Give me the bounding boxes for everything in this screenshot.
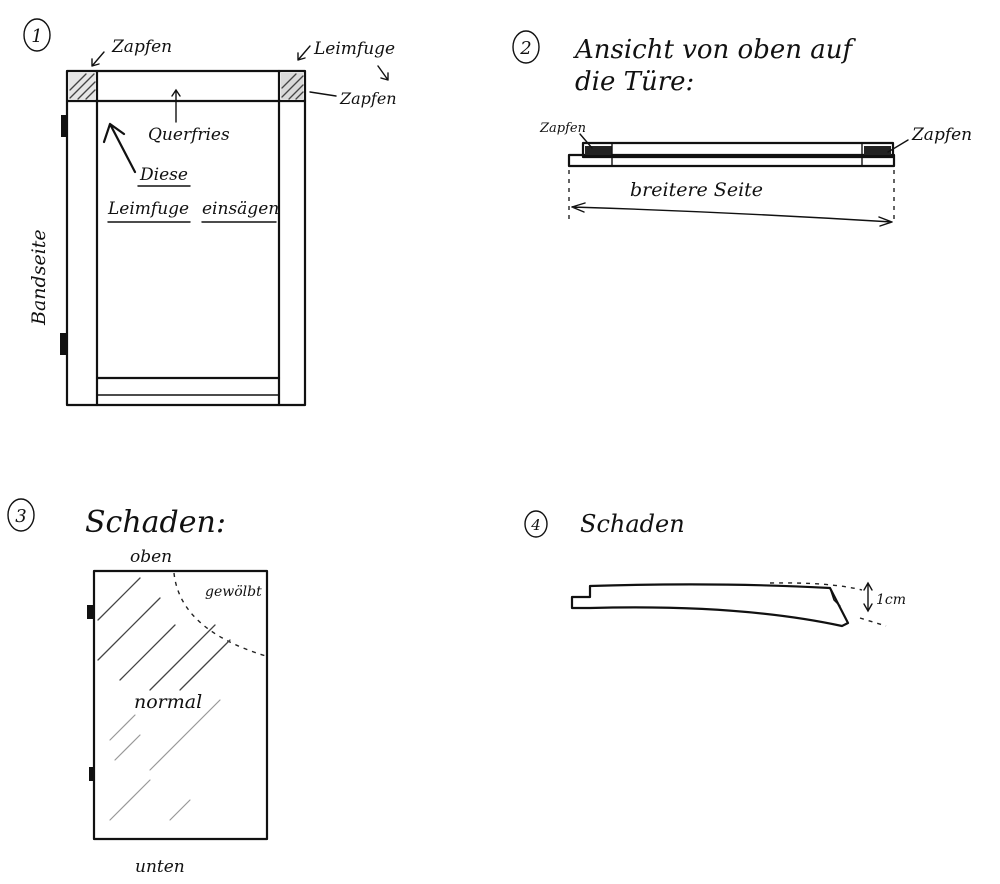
arrow-zapfen-right-2 bbox=[887, 139, 909, 153]
arrow-zapfen-left bbox=[91, 51, 105, 67]
label-gewoelbt: gewölbt bbox=[205, 584, 262, 600]
door-outer-frame bbox=[65, 69, 307, 407]
svg-text:2: 2 bbox=[519, 38, 531, 59]
svg-text:3: 3 bbox=[15, 506, 26, 527]
note-diese: Diese bbox=[139, 165, 188, 185]
warp-zone-curve bbox=[173, 572, 267, 657]
label-breite-seite: breitere Seite bbox=[630, 179, 763, 201]
label-zapfen-left-2: Zapfen bbox=[539, 121, 586, 136]
title-ansicht: Ansicht von oben auf bbox=[573, 35, 856, 65]
note-leimfuge: Leimfuge bbox=[107, 199, 189, 219]
door-cross-section bbox=[567, 141, 896, 168]
label-zapfen-right: Zapfen bbox=[339, 89, 397, 108]
arrow-leimfuge-left bbox=[297, 45, 311, 61]
hatch-normal-zone bbox=[97, 577, 231, 821]
sketch-3-damage-front: 3 Schaden: oben gewölbt normal unten bbox=[7, 498, 269, 877]
hinge-top bbox=[61, 115, 67, 137]
label-zapfen-right-2: Zapfen bbox=[911, 125, 972, 145]
label-normal: normal bbox=[134, 691, 202, 713]
sketch-2-top-view: 2 Ansicht von oben auf die Türe: Zapfen … bbox=[512, 30, 972, 227]
tenon-hatch-right bbox=[281, 73, 304, 100]
title-schaden-3: Schaden: bbox=[85, 505, 226, 540]
measure-arrow-1cm bbox=[863, 581, 873, 613]
label-zapfen-left: Zapfen bbox=[111, 37, 172, 57]
label-unten: unten bbox=[135, 857, 185, 877]
svg-text:1: 1 bbox=[31, 26, 42, 47]
door-front-outline bbox=[92, 569, 269, 841]
number-circle-4: 4 bbox=[524, 510, 548, 538]
number-circle-1: 1 bbox=[23, 18, 51, 52]
label-leimfuge: Leimfuge bbox=[313, 39, 395, 59]
note-einsaegen: einsägen bbox=[202, 199, 279, 219]
hinge-bottom-3 bbox=[89, 767, 95, 781]
arrow-saw-joint bbox=[102, 122, 137, 174]
sketch-1-door-frame: 1 Zapfen bbox=[23, 18, 397, 407]
label-oben: oben bbox=[130, 547, 172, 567]
sketch-4-damage-side: 4 Schaden 1cm bbox=[524, 510, 906, 628]
warped-panel-profile bbox=[570, 582, 887, 628]
number-circle-3: 3 bbox=[7, 498, 35, 532]
dim-arrow-width bbox=[571, 202, 893, 227]
svg-text:4: 4 bbox=[530, 516, 541, 534]
label-1cm: 1cm bbox=[876, 592, 906, 608]
number-circle-2: 2 bbox=[512, 30, 540, 64]
title-tuere: die Türe: bbox=[575, 67, 694, 97]
arrow-zapfen-left-2 bbox=[579, 133, 593, 149]
tenon-hatch-left bbox=[69, 73, 96, 100]
label-querfries: Querfries bbox=[148, 125, 230, 145]
title-schaden-4: Schaden bbox=[580, 510, 685, 538]
label-bandseite: Bandseite bbox=[28, 229, 50, 326]
hinge-top-3 bbox=[87, 605, 94, 619]
arrow-leimfuge bbox=[377, 65, 389, 81]
hinge-bottom bbox=[60, 333, 67, 355]
arrow-querfries bbox=[171, 88, 181, 123]
arrow-zapfen-right bbox=[309, 91, 337, 97]
